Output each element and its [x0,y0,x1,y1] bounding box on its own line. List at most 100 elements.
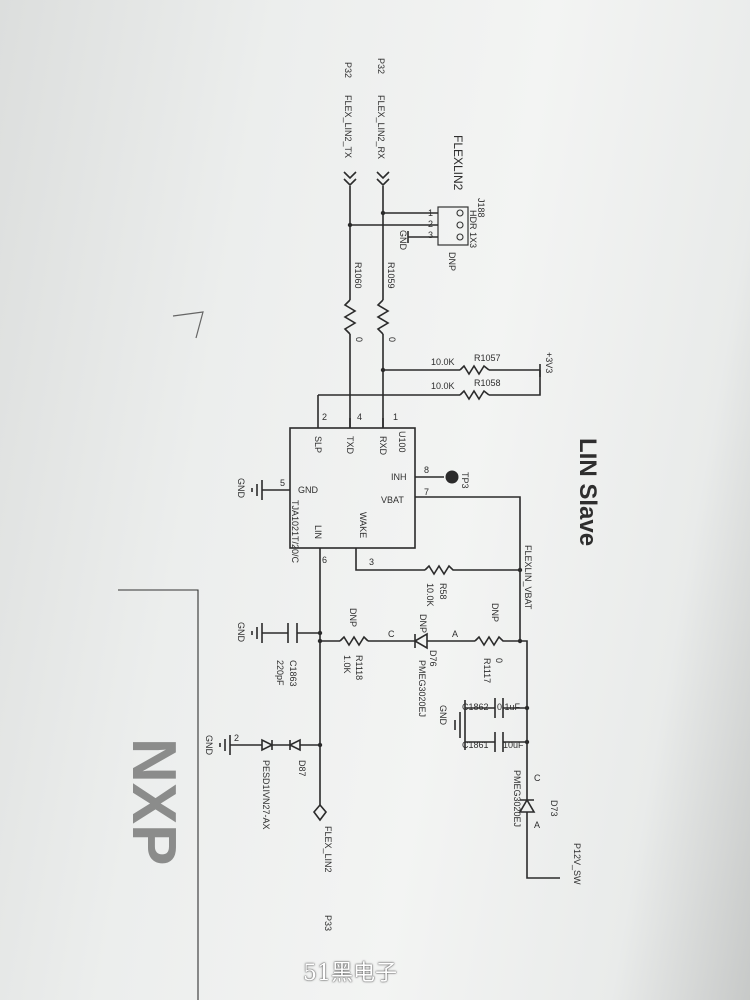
r1059-value: 0 [387,337,397,342]
r1057-symbol [459,364,490,376]
d87-part: PESD1IVN27-AX [261,760,271,830]
r1057-value: 10.0K [431,357,455,367]
r1059-ref: R1059 [386,262,396,289]
flex-lin2-tx-label: FLEX_LIN2_TX [343,95,353,158]
d87-ref: D87 [297,760,307,777]
gnd-label-u100: GND [236,478,246,499]
r1118-ref: R1118 [354,655,364,680]
j188-pin1-circle [456,209,464,217]
c1861-ref: C1861 [462,740,489,750]
pin-rxd-num: 1 [393,412,398,422]
u100-ref: U100 [397,431,407,453]
c1862-value: 0.1uF [497,702,521,712]
p3v3-label: +3V3 [544,352,554,373]
j188-pin2-num: 2 [428,219,433,229]
gnd-symbol-d87 [219,735,231,755]
junction-lin-d87 [317,742,323,748]
r58-symbol [424,564,520,576]
c1862-ref: C1862 [462,702,489,712]
d76-part: PMEG3020EJ [417,660,427,717]
c1863-symbol [287,623,298,643]
r1059-symbol [376,299,390,335]
pin-gnd-num: 5 [280,478,285,488]
r1060-ref: R1060 [353,262,363,289]
j188-gnd-label: GND [398,230,408,251]
flexlin2-block-label: FLEXLIN2 [451,135,465,191]
tx-port-arrow [343,171,357,187]
p32-tx-label: P32 [343,62,353,78]
c1862-symbol [494,698,504,718]
u100-part: TJA1021T/20/C [290,500,300,564]
sheet-border [118,589,199,1000]
d76-ref: D76 [428,650,438,667]
stub-vbat [415,496,521,615]
c1861-symbol [494,732,504,752]
c1863-ref: C1863 [288,660,298,687]
pin-vbat-num: 7 [424,487,429,497]
d73-part: PMEG3020EJ [512,770,522,827]
d73-ref: D73 [549,800,559,817]
d76-cathode: C [388,629,395,639]
flexlin-vbat-label: FLEXLIN_VBAT [523,545,533,610]
handwritten-mark [172,311,204,339]
gnd-label-d87: GND [204,735,214,756]
pin-inh-name: INH [391,472,407,482]
r1058-ref: R1058 [474,378,501,388]
rx-port-arrow [376,171,390,187]
junction-lin-r1118 [317,638,323,644]
pin-wake-num: 3 [369,557,374,567]
pin-slp-num: 2 [322,412,327,422]
r1118-dnp: DNP [348,608,358,627]
flex-lin2-rx-label: FLEX_LIN2_RX [376,95,386,159]
r1060-value: 0 [354,337,364,342]
r1058-symbol [459,389,490,401]
watermark-text: 51黑电子 [303,961,397,986]
pin-vbat-name: VBAT [381,495,404,505]
gnd-symbol-caps [454,700,466,750]
r1118-value: 1.0K [342,655,352,674]
j188-header-body [437,206,469,246]
j188-dnp: DNP [447,252,457,271]
tp3-label: TP3 [460,472,470,489]
r1117-ref: R1117 [482,658,492,683]
r58-ref: R58 [438,583,448,600]
p33-label: P33 [323,915,333,931]
d76-symbol [413,632,428,650]
pin-wake-name: WAKE [358,512,368,538]
wire-vbat-rail [519,615,528,800]
r58-value: 10.0K [425,583,435,607]
r1057-ref: R1057 [474,353,501,363]
pin-txd-name: TXD [345,436,355,455]
wire-d73-p12v [526,812,560,879]
pin-slp-name: SLP [313,436,323,453]
pin-lin-num: 6 [322,555,327,565]
pin-lin-name: LIN [313,525,323,539]
j188-pin2-circle [456,221,464,229]
pin-txd-num: 4 [357,412,362,422]
wire-j188-pin3 [407,231,438,243]
junction-lin-c1863 [317,630,323,636]
tp3-dot [445,470,459,484]
stub-wake [355,548,425,571]
d76-dnp: DNP [418,614,428,633]
flex-lin2-label: FLEX_LIN2 [323,826,333,873]
r1058-value: 10.0K [431,381,455,391]
d87-pin2: 2 [234,733,239,743]
flex-lin2-port [312,803,328,822]
j188-pin3-num: 3 [428,230,433,240]
schematic-title: LIN Slave [574,438,601,546]
r1118-symbol [339,635,369,647]
pin-inh-num: 8 [424,465,429,475]
nxp-logo: NXP [119,738,188,865]
junction-rx-pullup [380,367,386,373]
junction-vbat-r58 [517,567,523,573]
wire-r1058-to-3v3 [489,370,541,396]
junction-vbat-c1862 [524,705,530,711]
j188-type: HDR 1X3 [468,210,478,248]
p32-rx-label: P32 [376,58,386,74]
r1117-dnp: DNP [490,603,500,622]
d87-symbol [261,738,301,752]
j188-ref: J188 [476,198,486,218]
